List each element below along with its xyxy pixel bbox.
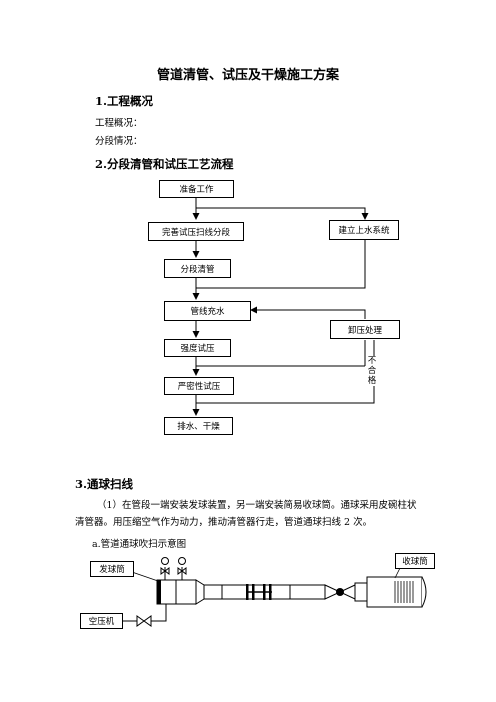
receiver-label: 收球筒 [395, 553, 435, 569]
section-2-heading: 2.分段清管和试压工艺流程 [95, 157, 234, 171]
section-1-heading: 1.工程概况 [95, 94, 154, 108]
page-title: 管道清管、试压及干燥施工方案 [156, 68, 339, 83]
pressure-gauge-2-icon [178, 557, 186, 565]
flow-box-perfect-segment: 完善试压扫线分段 [148, 222, 244, 241]
flow-box-strength-test: 强度试压 [164, 339, 231, 357]
launcher-label: 发球筒 [90, 561, 134, 577]
receiver-barrel [366, 576, 423, 608]
flow-box-prepare: 准备工作 [159, 180, 234, 198]
vent-valve-icon [160, 567, 170, 575]
project-overview-line: 工程概况： [95, 118, 143, 129]
flow-box-fill-water: 管线充水 [164, 301, 251, 321]
diagram-caption: a.管道通球吹扫示意图 [92, 539, 187, 550]
flow-box-pressure-relief: 卸压处理 [330, 320, 400, 339]
ball-valve-icon [336, 588, 344, 596]
pressure-gauge-icon [161, 557, 169, 565]
compressor-valve-icon [136, 615, 152, 627]
unqualified-label: 不合格 [367, 356, 377, 386]
launcher-end-cap [157, 580, 161, 604]
flow-box-tightness-test: 严密性试压 [164, 377, 234, 395]
vent-valve-2-icon [177, 567, 187, 575]
flow-box-drain-dry: 排水、干燥 [164, 417, 233, 435]
segment-info-line: 分段情况： [95, 136, 143, 147]
flow-box-segment-pigging: 分段清管 [164, 259, 231, 278]
section-3-heading: 3.通球扫线 [75, 477, 134, 491]
flow-box-water-system: 建立上水系统 [329, 220, 399, 240]
compressor-label: 空压机 [80, 613, 123, 629]
section-3-paragraph: （1）在管段一端安装发球装置，另一端安装简易收球筒。通球采用皮碗柱状清管器。用压… [75, 500, 417, 528]
